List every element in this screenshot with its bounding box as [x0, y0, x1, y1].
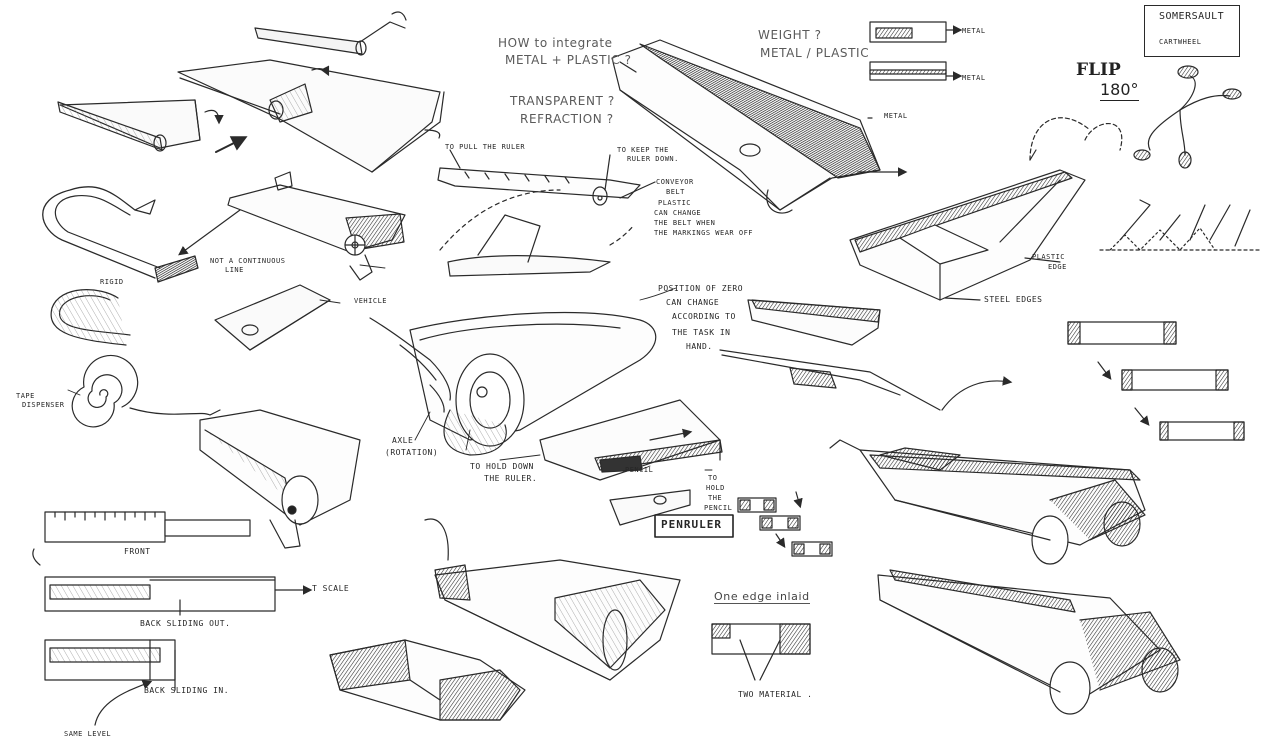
- sketch-back-out-view: [32, 548, 313, 616]
- label-metal-2: METAL: [962, 74, 986, 82]
- sketch-conveyor-ruler: [437, 149, 656, 277]
- sketch-small-rulers: [719, 299, 941, 411]
- sketch-book-ruler: [177, 59, 445, 173]
- label-two-material: TWO MATERIAL .: [738, 690, 813, 699]
- sketch-penruler: [539, 399, 723, 526]
- label-hold-down-1: TO HOLD DOWN: [470, 462, 534, 471]
- sketch-inlaid-section: [711, 623, 811, 681]
- sketch-v-ruler: [849, 169, 1086, 301]
- note-metal-plastic: METAL / PLASTIC: [760, 46, 870, 60]
- label-back-out: BACK SLIDING OUT.: [140, 619, 231, 628]
- label-hold-down-2: THE RULER.: [484, 474, 538, 483]
- label-tape-dispenser-2: DISPENSER: [22, 401, 65, 409]
- label-to-hold-pencil-3: THE: [708, 494, 723, 502]
- sketch-two-block: [329, 639, 526, 721]
- label-t-scale: T SCALE: [312, 584, 350, 593]
- label-plastic-edge-2: EDGE: [1048, 263, 1067, 271]
- sketch-axle-ruler: [369, 312, 657, 456]
- penruler-box: [654, 514, 734, 538]
- label-axle-2: (ROTATION): [385, 448, 439, 457]
- label-to-hold-pencil-2: HOLD: [706, 484, 725, 492]
- flip-angle: 180°: [1100, 80, 1139, 101]
- sketch-flip-figure: [1029, 65, 1261, 251]
- label-not-continuous-1: NOT A CONTINUOUS: [210, 257, 286, 265]
- note-refraction: REFRACTION ?: [520, 112, 614, 126]
- sketch-rigid-curl: [50, 289, 131, 346]
- label-conveyor-1: CONVEYOR: [656, 178, 694, 186]
- note-weight: WEIGHT ?: [758, 28, 822, 42]
- flip-word: FLIP: [1076, 60, 1121, 80]
- label-pencil: PENCIL: [625, 466, 654, 474]
- label-to-keep-1: TO KEEP THE: [617, 146, 669, 154]
- label-vehicle: VEHICLE: [354, 297, 388, 305]
- label-penruler: PENRULER: [661, 518, 722, 531]
- note-transparent: TRANSPARENT ?: [510, 94, 615, 108]
- sketch-double-roller-1: [829, 439, 1146, 565]
- label-back-in: BACK SLIDING IN.: [144, 686, 230, 695]
- label-zero-1: POSITION OF ZERO: [658, 284, 744, 293]
- somersault-box: SOMERSAULT CARTWHEEL: [1144, 5, 1240, 57]
- label-plastic-4: THE MARKINGS WEAR OFF: [654, 229, 754, 237]
- note-integrate-2: METAL + PLASTIC ?: [505, 53, 632, 67]
- label-rigid: RIGID: [100, 278, 124, 286]
- sketch-roller-bar: [254, 11, 407, 56]
- label-not-continuous-2: LINE: [225, 266, 244, 274]
- sketch-front-view: [44, 511, 251, 543]
- sketch-double-roller-2: [877, 569, 1181, 715]
- sketch-mini-sections: [737, 491, 833, 557]
- sketch-plate-roller: [57, 99, 248, 153]
- note-integrate-1: HOW to integrate: [498, 36, 613, 50]
- label-to-keep-2: RULER DOWN.: [627, 155, 679, 163]
- sketch-axle-ruler-2: [199, 409, 361, 549]
- label-plastic-3: THE BELT WHEN: [654, 219, 716, 227]
- label-conveyor-2: BELT: [666, 188, 685, 196]
- label-zero-5: HAND.: [686, 342, 713, 351]
- label-front: FRONT: [124, 547, 151, 556]
- label-plastic-2: CAN CHANGE: [654, 209, 702, 217]
- somersault-subtitle: CARTWHEEL: [1159, 38, 1202, 46]
- sketch-tape-curl: [42, 186, 199, 283]
- sketch-metal-ruler: [611, 39, 908, 214]
- label-steel-edges: STEEL EDGES: [984, 295, 1043, 304]
- label-same-level: SAME LEVEL: [64, 730, 112, 738]
- label-to-hold-pencil-4: PENCIL: [704, 504, 733, 512]
- label-zero-4: THE TASK IN: [672, 328, 731, 337]
- label-axle-1: AXLE: [392, 436, 414, 445]
- label-plastic-1: PLASTIC: [658, 199, 692, 207]
- sketch-back-in-view: [44, 639, 176, 726]
- sketch-vehicle-block: [214, 284, 331, 351]
- sketch-roller-ruler: [178, 171, 406, 281]
- label-to-pull-ruler: TO PULL THE RULER: [445, 143, 526, 151]
- label-zero-3: ACCORDING TO: [672, 312, 736, 321]
- label-one-edge-inlaid: One edge inlaid: [714, 590, 810, 604]
- label-plastic-edge-1: PLASTIC: [1032, 253, 1066, 261]
- somersault-title: SOMERSAULT: [1159, 11, 1225, 22]
- label-metal-arrow: METAL: [884, 112, 908, 120]
- sketch-right-sections: [941, 321, 1245, 441]
- sketch-leader-lines: [67, 264, 713, 471]
- label-to-hold-pencil-1: TO: [708, 474, 718, 482]
- sketch-hand-ruler: [424, 518, 681, 681]
- label-metal-1: METAL: [962, 27, 986, 35]
- sketch-spiral: [71, 354, 221, 428]
- label-zero-2: CAN CHANGE: [666, 298, 720, 307]
- sketch-section-boxes: [869, 21, 963, 81]
- label-tape-dispenser-1: TAPE: [16, 392, 35, 400]
